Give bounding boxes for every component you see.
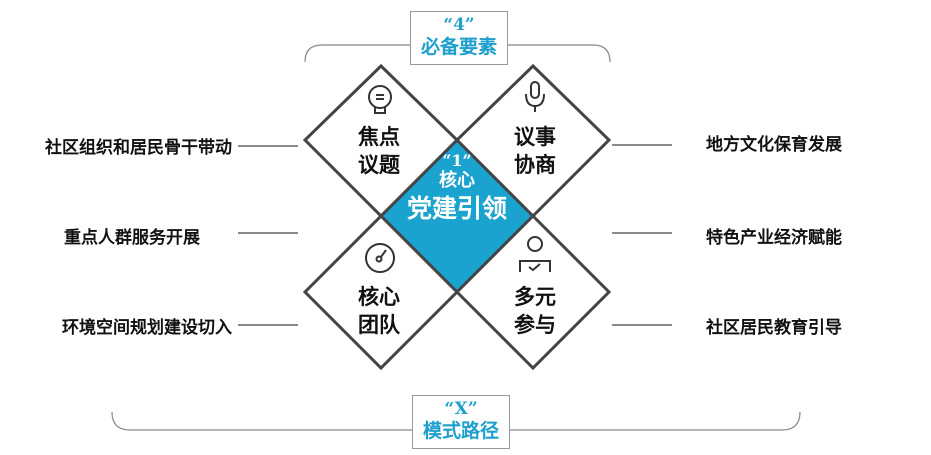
left-path-1: 社区组织和居民骨干带动 <box>45 138 232 158</box>
bottom-label-quote: “X” <box>444 399 478 419</box>
element-line2: 团队 <box>358 312 400 337</box>
lightbulb-icon <box>368 85 392 114</box>
element-deliberation: 议事 协商 <box>495 123 575 179</box>
top-label-box: “4” 必备要素 <box>410 11 508 65</box>
right-path-2: 特色产业经济赋能 <box>706 228 842 248</box>
element-core-team: 核心 团队 <box>339 283 419 339</box>
top-label-title: 必备要素 <box>420 36 497 58</box>
element-line2: 参与 <box>514 312 556 337</box>
gauge-icon <box>365 243 395 273</box>
element-focus-issues: 焦点 议题 <box>339 123 419 179</box>
element-line1: 核心 <box>358 284 400 309</box>
center-title: 党建引领 <box>406 194 507 223</box>
diamond-bottom-left <box>302 213 460 371</box>
bottom-label-title: 模式路径 <box>422 420 499 442</box>
element-line2: 议题 <box>358 152 400 177</box>
right-path-1: 地方文化保育发展 <box>706 135 842 155</box>
center-quote: “1” <box>442 151 472 170</box>
center-core: “1” 核心 党建引领 <box>387 152 527 226</box>
element-line1: 多元 <box>514 284 556 309</box>
microphone-icon <box>525 81 545 112</box>
right-path-3: 社区居民教育引导 <box>706 318 842 338</box>
element-line1: 焦点 <box>358 124 400 149</box>
person-check-icon <box>519 236 551 272</box>
element-participation: 多元 参与 <box>495 283 575 339</box>
center-subtitle: 核心 <box>439 170 475 191</box>
left-path-3: 环境空间规划建设切入 <box>62 318 232 338</box>
element-line2: 协商 <box>514 152 556 177</box>
element-line1: 议事 <box>514 124 556 149</box>
diamond-bottom-right <box>454 213 612 371</box>
left-path-2: 重点人群服务开展 <box>64 228 200 248</box>
top-label-quote: “4” <box>443 15 475 35</box>
bottom-label-box: “X” 模式路径 <box>412 395 510 449</box>
